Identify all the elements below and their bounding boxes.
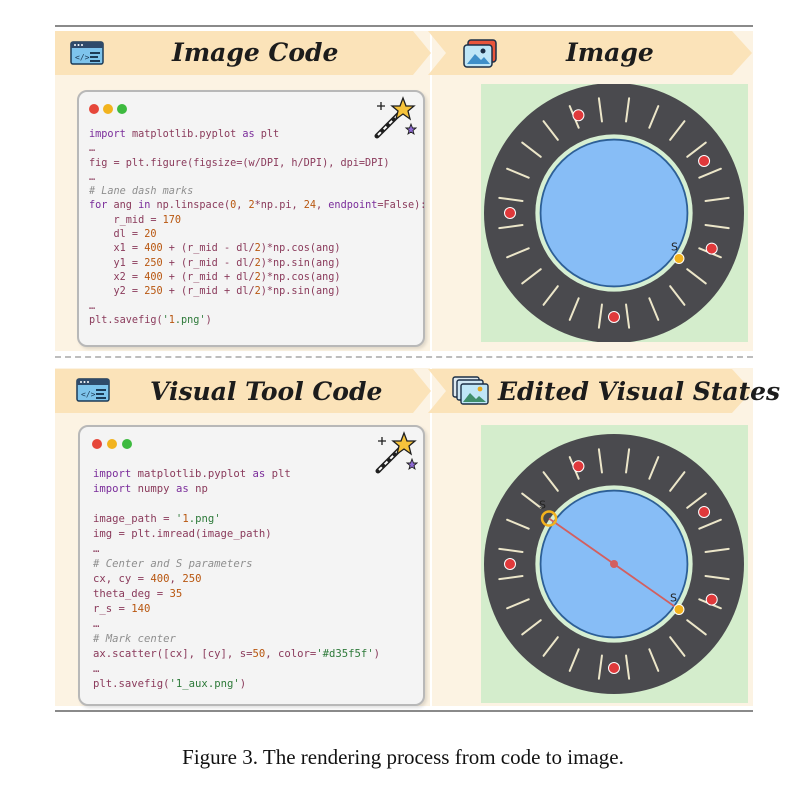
code-line: …: [93, 617, 380, 632]
code-line: ax.scatter([cx], [cy], s=50, color='#d35…: [93, 647, 380, 662]
code-line: img = plt.imread(image_path): [93, 527, 380, 542]
image-code-card: import matplotlib.pyplot as plt…fig = pl…: [77, 90, 425, 347]
center-marker: [610, 560, 618, 568]
code-line: …: [89, 171, 426, 185]
code-line: x1 = 400 + (r_mid - dl/2)*np.cos(ang): [89, 242, 426, 256]
code-line: import numpy as np: [93, 482, 380, 497]
code-line: import matplotlib.pyplot as plt: [89, 128, 426, 142]
maximize-dot-icon: [122, 439, 132, 449]
edited-track-figure: SS: [481, 425, 748, 703]
bottom-rule: [55, 710, 753, 712]
code-line: plt.savefig('1_aux.png'): [93, 677, 380, 692]
top-rule: [55, 25, 753, 27]
code-line: [93, 497, 380, 512]
code-line: dl = 20: [89, 228, 426, 242]
stacked-images-icon: [452, 376, 490, 406]
red-marker: [573, 461, 584, 472]
code-line: # Lane dash marks: [89, 185, 426, 199]
s-label: S: [671, 240, 678, 253]
red-marker: [699, 156, 710, 167]
code-line: theta_deg = 35: [93, 587, 380, 602]
code-line: for ang in np.linspace(0, 2*np.pi, 24, e…: [89, 199, 426, 213]
code-line: r_mid = 170: [89, 214, 426, 228]
red-marker: [706, 594, 717, 605]
code-line: r_s = 140: [93, 602, 380, 617]
code-line: x2 = 400 + (r_mid + dl/2)*np.cos(ang): [89, 271, 426, 285]
red-marker: [505, 208, 516, 219]
track-image: S: [481, 84, 748, 342]
section-divider: [55, 356, 753, 358]
image-title: Image: [566, 38, 654, 67]
code-line: import matplotlib.pyplot as plt: [93, 467, 380, 482]
track-figure: S: [481, 84, 748, 342]
red-marker: [505, 559, 516, 570]
water-pool: [541, 140, 688, 287]
image-code-block: import matplotlib.pyplot as plt…fig = pl…: [89, 128, 426, 328]
svg-text:</>: </>: [75, 53, 90, 62]
code-line: …: [89, 142, 426, 156]
s-label: S: [539, 499, 546, 512]
close-dot-icon: [92, 439, 102, 449]
code-line: # Center and S parameters: [93, 557, 380, 572]
minimize-dot-icon: [107, 439, 117, 449]
red-marker: [609, 663, 620, 674]
code-line: …: [93, 662, 380, 677]
red-marker: [699, 507, 710, 518]
code-line: y1 = 250 + (r_mid - dl/2)*np.sin(ang): [89, 257, 426, 271]
code-window-icon: </>: [70, 41, 104, 65]
figure-caption: Figure 3. The rendering process from cod…: [0, 745, 806, 770]
visual-tool-code-title: Visual Tool Code: [150, 377, 382, 406]
code-line: …: [93, 542, 380, 557]
code-line: fig = plt.figure(figsize=(w/DPI, h/DPI),…: [89, 157, 426, 171]
s-marker: [674, 253, 684, 263]
code-window-icon: </>: [76, 378, 110, 402]
code-line: plt.savefig('1.png'): [89, 314, 426, 328]
code-line: y2 = 250 + (r_mid + dl/2)*np.sin(ang): [89, 285, 426, 299]
code-line: # Mark center: [93, 632, 380, 647]
s-marker: [674, 604, 684, 614]
minimize-dot-icon: [103, 104, 113, 114]
red-marker: [573, 110, 584, 121]
code-line: cx, cy = 400, 250: [93, 572, 380, 587]
s-label: S: [670, 591, 677, 604]
red-marker: [706, 243, 717, 254]
code-line: image_path = '1.png': [93, 512, 380, 527]
image-code-title: Image Code: [172, 38, 338, 67]
visual-tool-code-block: import matplotlib.pyplot as pltimport nu…: [93, 467, 380, 692]
image-icon: [463, 39, 499, 69]
edited-visual-states-title: Edited Visual States: [498, 377, 780, 406]
code-line: …: [89, 300, 426, 314]
red-marker: [609, 312, 620, 323]
close-dot-icon: [89, 104, 99, 114]
svg-text:</>: </>: [81, 390, 96, 399]
maximize-dot-icon: [117, 104, 127, 114]
